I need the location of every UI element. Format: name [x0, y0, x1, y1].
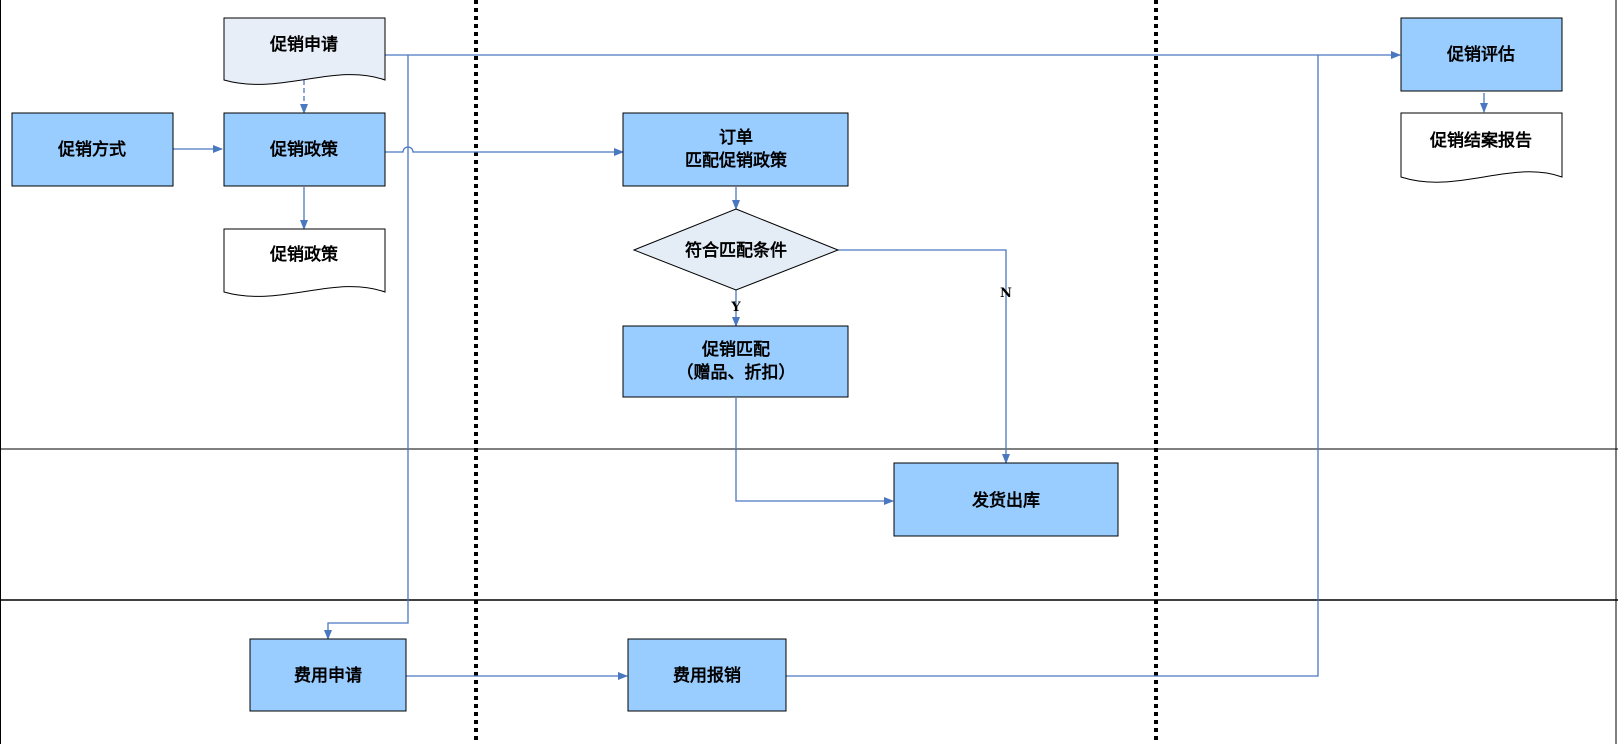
process-box: [893, 462, 1119, 537]
process-box: [627, 638, 787, 712]
process-box: [622, 112, 849, 187]
node-label: 费用申请: [294, 665, 362, 686]
node-label: 促销政策: [269, 139, 339, 160]
connector-reimburse-to-eval: [786, 55, 1319, 677]
node-promo-eval[interactable]: 促销评估: [1400, 17, 1563, 92]
node-label-line1: 促销匹配: [701, 339, 770, 360]
connectors: [173, 51, 1488, 680]
document-shape: [1400, 112, 1563, 183]
process-box: [223, 112, 386, 187]
process-box: [1400, 17, 1563, 92]
node-label: 促销申请: [269, 34, 338, 55]
node-ship-out[interactable]: 发货出库: [893, 462, 1119, 537]
node-label: 符合匹配条件: [685, 240, 787, 261]
node-label: 促销方式: [57, 139, 126, 160]
node-expense-reimburse[interactable]: 费用报销: [627, 638, 787, 712]
node-promo-report[interactable]: 促销结案报告: [1400, 112, 1563, 183]
edge-label-yes: Y: [730, 300, 741, 315]
node-order-match[interactable]: 订单 匹配促销政策: [622, 112, 849, 187]
document-shape: [223, 17, 386, 85]
node-label: 促销结案报告: [1429, 130, 1532, 151]
node-promo-match[interactable]: 促销匹配 （赠品、折扣）: [622, 325, 849, 398]
node-promo-request[interactable]: 促销申请: [223, 17, 386, 85]
connector-decision-no: [838, 249, 1010, 464]
node-label-line1: 订单: [719, 127, 753, 148]
edge-label-no: N: [1000, 286, 1012, 301]
process-box: [249, 638, 407, 712]
node-label: 费用报销: [673, 665, 741, 686]
node-label: 发货出库: [971, 490, 1040, 511]
node-expense-request[interactable]: 费用申请: [249, 638, 407, 712]
node-promo-method[interactable]: 促销方式: [11, 112, 174, 187]
node-label-line2: （赠品、折扣）: [677, 362, 796, 383]
decision-diamond: [632, 208, 840, 291]
node-promo-policy[interactable]: 促销政策: [223, 112, 386, 187]
document-shape: [223, 228, 386, 297]
connector-policy-to-order: [385, 146, 624, 156]
node-label: 促销评估: [1446, 44, 1515, 65]
process-box: [622, 325, 849, 398]
connector-request-to-expense: [324, 55, 409, 640]
node-promo-policy-doc[interactable]: 促销政策: [223, 228, 386, 297]
node-label-line2: 匹配促销政策: [685, 150, 788, 171]
process-box: [11, 112, 174, 187]
node-label: 促销政策: [269, 244, 339, 265]
connector-match-to-ship: [735, 398, 894, 505]
node-match-condition[interactable]: 符合匹配条件: [632, 208, 840, 291]
